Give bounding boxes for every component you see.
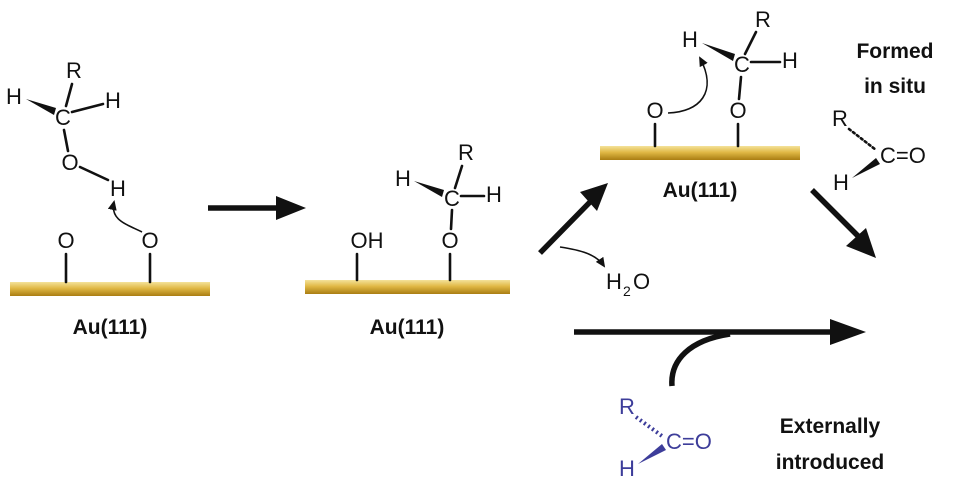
bond-C-O xyxy=(737,75,743,101)
hashed-bond xyxy=(634,415,664,438)
atom-H: H xyxy=(486,182,502,207)
bond-O-H xyxy=(78,165,110,182)
atom-O: O xyxy=(57,228,74,253)
atom-O: O xyxy=(441,228,458,253)
wedge-bond xyxy=(852,158,880,178)
external-label-line2: introduced xyxy=(776,451,885,474)
aldehyde-in-situ: R C=O H xyxy=(832,106,926,195)
external-label-line1: Externally xyxy=(780,415,881,438)
atom-R: R xyxy=(458,140,474,165)
formed-label-line1: Formed xyxy=(856,40,933,63)
atom-H: H xyxy=(619,456,635,481)
atom-O: O xyxy=(729,98,746,123)
water-release-arrow xyxy=(559,246,606,268)
atom-H: H xyxy=(110,176,126,201)
atom-R: R xyxy=(66,58,82,83)
reaction-arrow-4-head xyxy=(830,319,866,345)
surface-label-2: Au(111) xyxy=(370,316,445,339)
bond-C-R xyxy=(743,30,758,56)
reaction-arrow-1-head xyxy=(276,196,306,220)
structure-1: Au(111) R H H C O H O O xyxy=(6,58,210,339)
atom-H: H xyxy=(105,88,121,113)
wedge-bond xyxy=(26,99,56,115)
atom-O: O xyxy=(61,150,78,175)
atom-C: C xyxy=(55,105,71,130)
reaction-arrow-3-head xyxy=(846,228,876,258)
bond-C-R xyxy=(64,82,74,108)
bond-C-R xyxy=(453,164,464,190)
reaction-arrow-3 xyxy=(810,188,860,238)
atom-C: C xyxy=(444,186,460,211)
reaction-arrow-2 xyxy=(538,198,594,255)
gold-surface-3 xyxy=(600,146,800,160)
bond-C-O xyxy=(62,128,70,153)
formed-label-line2: in situ xyxy=(864,75,926,98)
carbonyl-C-O: C=O xyxy=(880,143,926,168)
atom-H: H xyxy=(6,84,22,109)
surface-label-1: Au(111) xyxy=(73,316,148,339)
atom-R: R xyxy=(755,7,771,32)
curved-arrow xyxy=(667,56,708,114)
curved-arrow xyxy=(107,200,143,233)
surface-label-3: Au(111) xyxy=(663,179,738,202)
reaction-arrow-2-head xyxy=(580,183,608,211)
merge-curve xyxy=(669,331,731,387)
atom-H: H xyxy=(782,48,798,73)
carbonyl-C-O: C=O xyxy=(666,429,712,454)
wedge-bond xyxy=(638,444,666,464)
structure-3: Au(111) R H H C O O xyxy=(600,7,800,202)
atom-H: H xyxy=(395,166,411,191)
atom-H: H xyxy=(833,170,849,195)
water-subscript: 2 xyxy=(623,283,631,299)
atom-C: C xyxy=(734,52,750,77)
atom-O: O xyxy=(141,228,158,253)
structure-2: Au(111) R H H C O OH xyxy=(305,140,510,339)
aldehyde-external: R C=O H xyxy=(619,394,712,481)
water-H: H xyxy=(606,269,622,294)
water-O: O xyxy=(633,269,650,294)
atom-OH: OH xyxy=(351,228,384,253)
hashed-bond xyxy=(847,127,878,152)
wedge-bond xyxy=(414,181,444,197)
atom-R: R xyxy=(619,394,635,419)
bond-C-H xyxy=(70,102,105,114)
gold-surface-1 xyxy=(10,282,210,296)
atom-R: R xyxy=(832,106,848,131)
gold-surface-2 xyxy=(305,280,510,294)
wedge-bond xyxy=(702,43,735,61)
bond-C-O xyxy=(449,208,454,231)
atom-O: O xyxy=(646,98,663,123)
atom-H: H xyxy=(682,27,698,52)
